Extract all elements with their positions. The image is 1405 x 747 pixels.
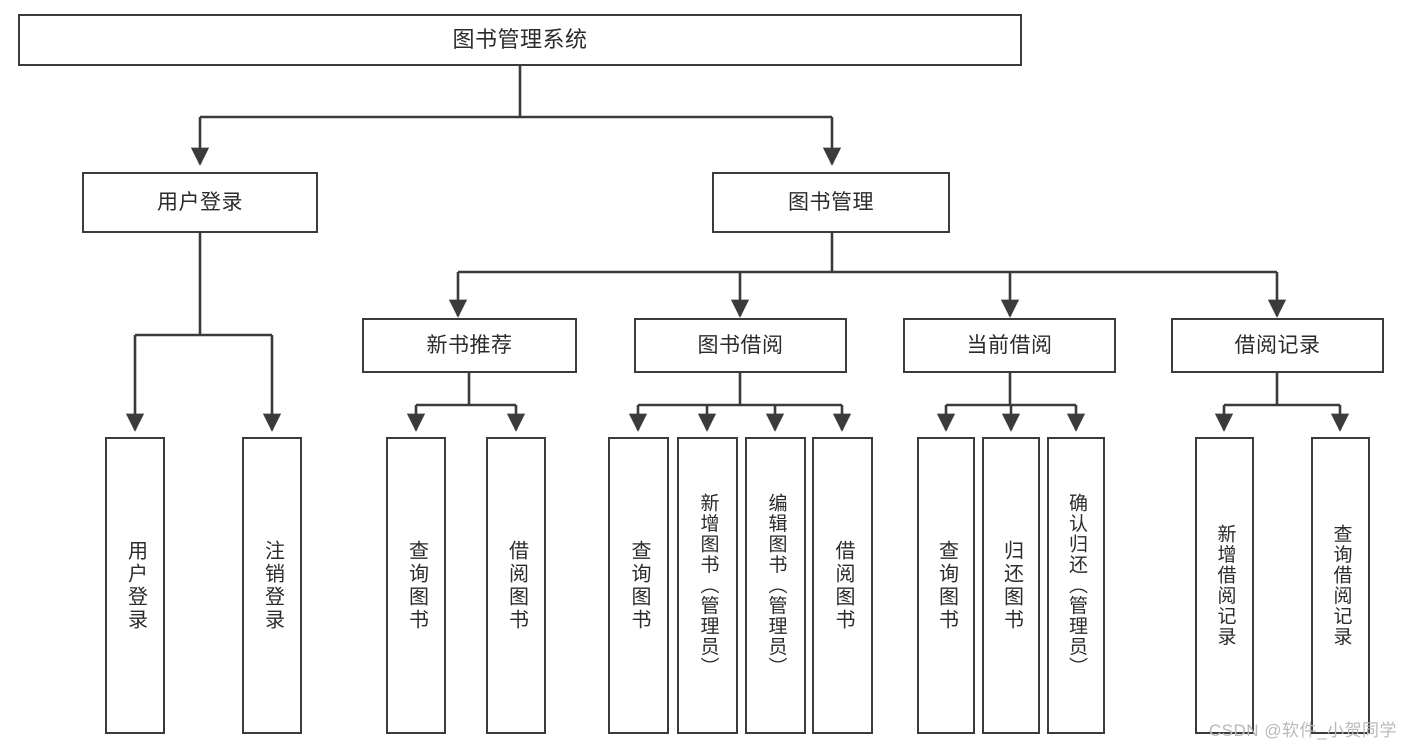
- node-label: 当前借阅: [966, 333, 1053, 357]
- node-label: 查询借阅记录: [1330, 524, 1352, 647]
- node-label: 借阅图书: [832, 539, 854, 632]
- node-label: 新增借阅记录: [1214, 524, 1236, 647]
- leaf-current-query-book[interactable]: 查询图书: [917, 437, 975, 734]
- node-label: 查询图书: [935, 539, 958, 632]
- node-label: 确认归还（管理员）: [1065, 493, 1087, 678]
- node-borrow-records[interactable]: 借阅记录: [1171, 318, 1384, 373]
- node-book-management[interactable]: 图书管理: [712, 172, 950, 233]
- node-label: 借阅记录: [1234, 333, 1321, 357]
- node-user-login[interactable]: 用户登录: [82, 172, 318, 233]
- node-label: 注销登录: [261, 539, 284, 632]
- node-label: 用户登录: [157, 190, 243, 214]
- node-label: 图书管理系统: [452, 26, 588, 52]
- node-label: 用户登录: [124, 539, 147, 632]
- node-label: 图书管理: [788, 190, 874, 214]
- node-label: 归还图书: [1000, 539, 1023, 632]
- leaf-borrow-edit-book-admin[interactable]: 编辑图书（管理员）: [745, 437, 806, 734]
- node-label: 新增图书（管理员）: [697, 493, 719, 678]
- node-book-borrow[interactable]: 图书借阅: [634, 318, 847, 373]
- leaf-borrow-borrow-book[interactable]: 借阅图书: [812, 437, 873, 734]
- leaf-current-confirm-return-admin[interactable]: 确认归还（管理员）: [1047, 437, 1105, 734]
- leaf-new-book-borrow[interactable]: 借阅图书: [486, 437, 546, 734]
- leaf-user-login-logout[interactable]: 注销登录: [242, 437, 302, 734]
- node-new-book-recommendation[interactable]: 新书推荐: [362, 318, 577, 373]
- node-current-borrow[interactable]: 当前借阅: [903, 318, 1116, 373]
- node-label: 查询图书: [628, 539, 650, 632]
- node-label: 借阅图书: [505, 539, 528, 632]
- node-label: 编辑图书（管理员）: [765, 493, 787, 678]
- node-root-book-management-system[interactable]: 图书管理系统: [18, 14, 1022, 66]
- leaf-user-login-login[interactable]: 用户登录: [105, 437, 165, 734]
- leaf-records-query-record[interactable]: 查询借阅记录: [1311, 437, 1370, 734]
- leaf-records-add-record[interactable]: 新增借阅记录: [1195, 437, 1254, 734]
- node-label: 查询图书: [405, 539, 428, 632]
- leaf-borrow-query-book[interactable]: 查询图书: [608, 437, 669, 734]
- node-label: 图书借阅: [697, 333, 784, 357]
- leaf-current-return-book[interactable]: 归还图书: [982, 437, 1040, 734]
- leaf-borrow-add-book-admin[interactable]: 新增图书（管理员）: [677, 437, 738, 734]
- node-label: 新书推荐: [426, 333, 513, 357]
- leaf-new-book-query[interactable]: 查询图书: [386, 437, 446, 734]
- csdn-watermark: CSDN @软件_小贺同学: [1208, 721, 1397, 740]
